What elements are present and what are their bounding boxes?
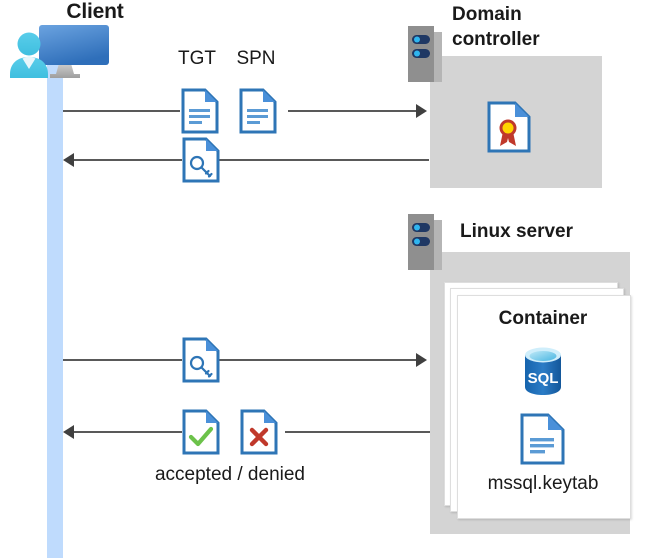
client-pc-user-icon bbox=[8, 22, 112, 82]
domain-controller-title-line2: controller bbox=[452, 29, 540, 50]
keytab-label: mssql.keytab bbox=[487, 473, 599, 494]
domain-controller-title-line1: Domain bbox=[452, 4, 522, 25]
flow-ticket-presented-arrowhead bbox=[416, 353, 427, 367]
denied-document-icon bbox=[240, 409, 278, 455]
keytab-document-icon bbox=[520, 413, 566, 465]
tgt-label: TGT bbox=[178, 48, 216, 69]
flow-ticket-presented-line-left bbox=[63, 359, 182, 361]
flow-auth-result-line-left bbox=[74, 431, 182, 433]
sql-database-icon: SQL bbox=[518, 345, 568, 397]
client-label: Client bbox=[66, 0, 124, 23]
linux-server-title: Linux server bbox=[460, 221, 573, 242]
flow-ticket-response-arrowhead bbox=[63, 153, 74, 167]
svg-text:SQL: SQL bbox=[528, 370, 559, 387]
domain-controller-server-rack-icon bbox=[408, 26, 442, 82]
container-title: Container bbox=[498, 308, 588, 329]
flow-tgt-spn-line-left bbox=[63, 110, 180, 112]
domain-controller-title: Domain controller bbox=[452, 2, 652, 52]
flow-tgt-spn-arrowhead bbox=[416, 104, 427, 118]
flow-auth-result-line-right bbox=[285, 431, 430, 433]
key-document-icon-request bbox=[182, 337, 220, 383]
flow-tgt-spn-line-right bbox=[288, 110, 416, 112]
certificate-document-icon bbox=[487, 101, 531, 153]
accepted-document-icon bbox=[182, 409, 220, 455]
linux-server-server-rack-icon bbox=[408, 214, 442, 270]
accepted-denied-caption: accepted / denied bbox=[154, 464, 305, 485]
flow-ticket-presented-line-right bbox=[219, 359, 416, 361]
flow-ticket-response-line-left bbox=[74, 159, 182, 161]
spn-document-icon bbox=[239, 88, 277, 134]
tgt-document-icon bbox=[181, 88, 219, 134]
flow-auth-result-arrowhead bbox=[63, 425, 74, 439]
container-card-front bbox=[457, 295, 631, 519]
flow-ticket-response-line-right bbox=[219, 159, 429, 161]
spn-label: SPN bbox=[236, 48, 276, 69]
client-lifeline bbox=[47, 60, 63, 558]
key-document-icon-response bbox=[182, 137, 220, 183]
